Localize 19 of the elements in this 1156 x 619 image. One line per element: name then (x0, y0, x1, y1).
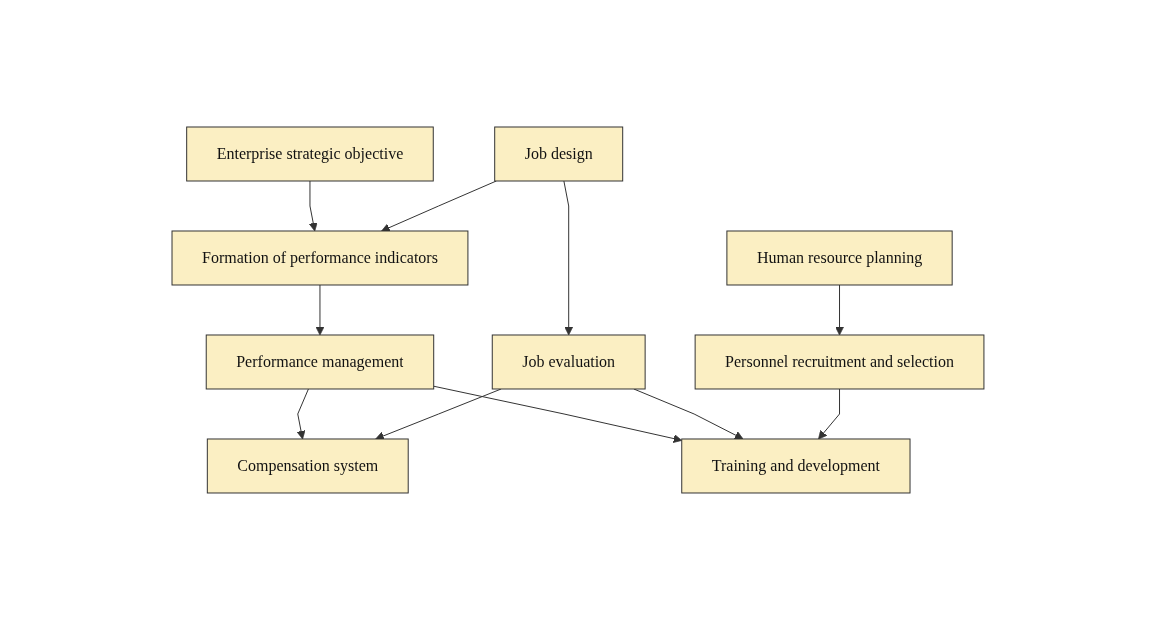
arrow (381, 180, 497, 232)
arrow (563, 180, 574, 335)
arrow (375, 388, 502, 440)
node-box: Personnel recruitment and selection (694, 334, 985, 389)
arrow (433, 385, 683, 443)
arrow (633, 388, 744, 439)
node-box: Compensation system (206, 438, 409, 493)
arrow (818, 388, 841, 439)
node-box: Performance management (205, 334, 435, 389)
arrow (296, 388, 309, 439)
arrow (835, 284, 844, 335)
node-box: Enterprise strategic objective (186, 126, 434, 181)
node-box: Job evaluation (491, 334, 646, 389)
node-box: Human resource planning (726, 230, 953, 285)
node-box: Formation of performance indicators (171, 230, 469, 285)
arrow (308, 180, 318, 231)
node-box: Job design (494, 126, 624, 181)
arrow (315, 284, 325, 335)
node-box: Training and development (681, 438, 911, 493)
